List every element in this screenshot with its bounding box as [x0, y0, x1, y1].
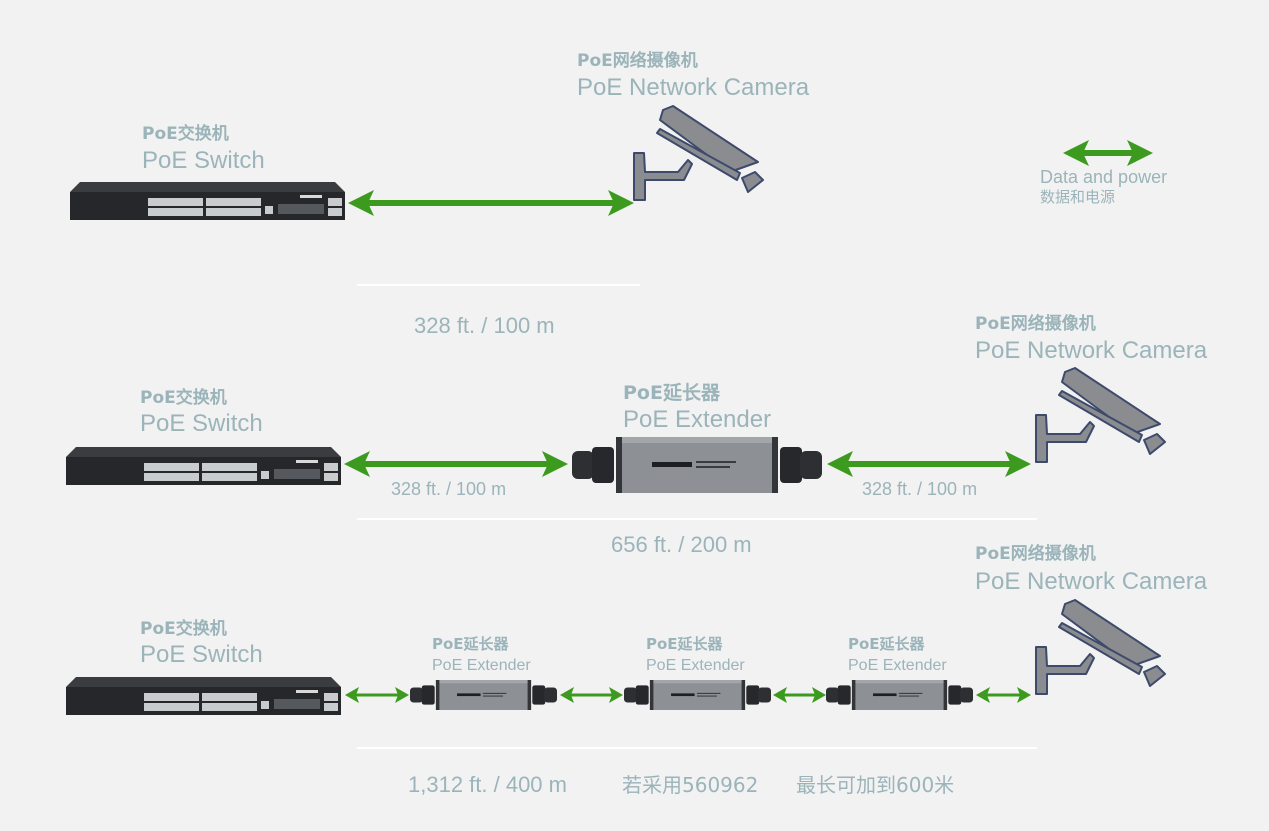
- poe-switch-image: [66, 447, 341, 485]
- note-model: 若采用560962: [622, 773, 759, 797]
- distance-line: [357, 518, 1037, 520]
- extender-label-zh: PoE延长器: [848, 635, 925, 653]
- extender-label-zh: PoE延长器: [623, 382, 720, 404]
- switch-label-en: PoE Switch: [140, 641, 263, 668]
- data-power-arrow: [348, 190, 634, 216]
- poe-extender-image: [572, 437, 822, 493]
- distance-label: 1,312 ft. / 400 m: [408, 772, 567, 797]
- switch-label-en: PoE Switch: [142, 147, 265, 174]
- legend-label-zh: 数据和电源: [1040, 188, 1116, 206]
- poe-switch-image: [66, 677, 341, 715]
- data-power-arrow: [344, 451, 568, 477]
- switch-label-zh: PoE交换机: [140, 388, 227, 408]
- camera-label-zh: PoE网络摄像机: [577, 51, 698, 71]
- distance-line: [357, 284, 640, 286]
- segment-distance-label: 328 ft. / 100 m: [391, 479, 507, 499]
- data-power-arrow: [773, 687, 826, 703]
- switch-label-zh: PoE交换机: [140, 619, 227, 639]
- extender-label-zh: PoE延长器: [646, 635, 723, 653]
- camera-label-en: PoE Network Camera: [975, 337, 1208, 364]
- camera-label-en: PoE Network Camera: [975, 568, 1208, 595]
- extender-label-en: PoE Extender: [432, 657, 531, 674]
- legend-label-en: Data and power: [1040, 167, 1168, 187]
- data-power-arrow: [976, 687, 1031, 703]
- segment-distance-label: 328 ft. / 100 m: [862, 479, 978, 499]
- data-power-arrow: [345, 687, 409, 703]
- extender-label-en: PoE Extender: [646, 657, 745, 674]
- data-power-arrow: [560, 687, 623, 703]
- distance-label: 656 ft. / 200 m: [611, 532, 752, 557]
- camera-label-zh: PoE网络摄像机: [975, 314, 1096, 334]
- camera-label-zh: PoE网络摄像机: [975, 544, 1096, 564]
- data-power-arrow: [827, 451, 1031, 477]
- poe-extender-image: [826, 680, 973, 710]
- extender-label-zh: PoE延长器: [432, 635, 509, 653]
- switch-label-zh: PoE交换机: [142, 124, 229, 144]
- camera-icon: [1035, 599, 1166, 695]
- extender-label-en: PoE Extender: [623, 406, 772, 433]
- poe-extender-image: [624, 680, 771, 710]
- camera-label-en: PoE Network Camera: [577, 74, 810, 101]
- poe-switch-image: [70, 182, 345, 220]
- distance-label: 328 ft. / 100 m: [414, 313, 555, 338]
- double-arrow-icon: [1063, 140, 1153, 166]
- distance-line: [357, 747, 1037, 749]
- note-max-distance: 最长可加到600米: [796, 773, 955, 797]
- poe-extender-image: [410, 680, 557, 710]
- camera-icon: [1035, 367, 1166, 463]
- switch-label-en: PoE Switch: [140, 410, 263, 437]
- camera-icon: [633, 105, 764, 201]
- extender-label-en: PoE Extender: [848, 657, 947, 674]
